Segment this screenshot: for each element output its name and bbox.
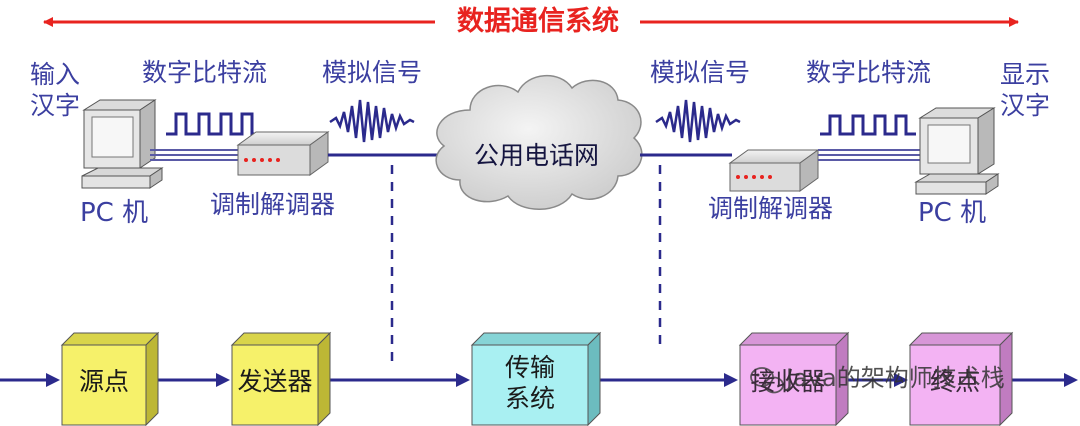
transmission-label: 传输 系统 [504,353,555,413]
analog-signal-label-left: 模拟信号 [322,58,423,87]
bitstream-waveform-right [820,114,916,136]
flow-arrows [0,373,1078,387]
destination-label: 终点 [929,367,980,396]
wechat-watermark-icon [750,367,784,394]
analog-waveform-right [655,99,741,143]
pc-label-left: PC 机 [80,198,149,228]
modem-label-right: 调制解调器 [708,194,834,223]
pc-left-icon [81,99,164,189]
destination-box [908,331,1014,426]
input-chinese-label: 输入 汉字 [30,60,81,120]
modem-right-icon [728,149,820,192]
transmitter-box [230,331,332,426]
bitstream-waveform-left [166,112,262,136]
modem-left-icon [236,131,330,176]
display-chinese-label: 显示 汉字 [1000,60,1051,120]
pc-label-right: PC 机 [918,198,987,228]
analog-waveform-left [329,99,415,143]
source-label: 源点 [78,367,129,396]
watermark-text: Java的架构师技术栈 [786,364,1005,392]
transmission-box [470,331,602,426]
receiver-label: 接收器 [750,367,826,396]
receiver-box [738,331,850,426]
network-label: 公用电话网 [474,141,600,170]
phone-network-cloud [435,74,643,210]
source-box [60,331,160,426]
system-title: 数据通信系统 [457,6,619,37]
bitstream-label-left: 数字比特流 [142,58,268,87]
pc-right-icon [914,107,1000,195]
modem-label-left: 调制解调器 [210,190,336,219]
transmitter-label: 发送器 [237,367,313,396]
pc-modem-cable-right [818,149,920,161]
pc-modem-cable-left [150,149,240,161]
analog-signal-label-right: 模拟信号 [650,58,751,87]
bitstream-label-right: 数字比特流 [806,58,932,87]
